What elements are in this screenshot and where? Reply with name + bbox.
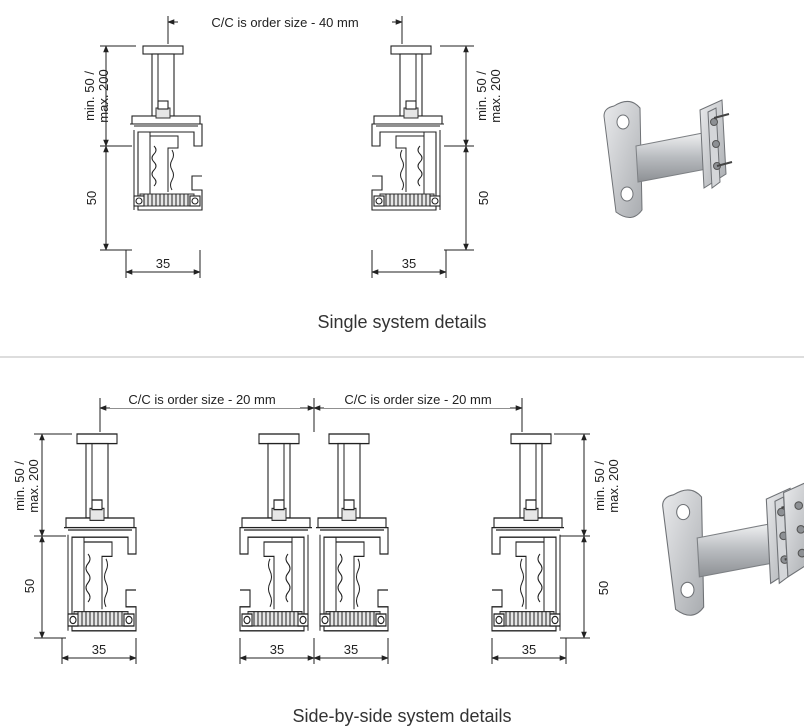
width-label-right: 35 [402, 256, 416, 271]
height-label-right-line1: min. 50 / [474, 71, 489, 121]
sbs-profile-height-label-right: 50 [596, 581, 611, 595]
cc-dimension-label-right: C/C is order size - 20 mm [344, 392, 491, 407]
single-system-section: C/C is order size - 40 mm min. 50 / max.… [82, 14, 733, 332]
sbs-width-label-1: 35 [92, 642, 106, 657]
sbs-profile-right [491, 433, 565, 632]
single-system-caption: Single system details [317, 312, 486, 332]
single-profile-right [371, 45, 445, 211]
sbs-height-label-line1: min. 50 / [12, 461, 27, 511]
height-label-right-line2: max. 200 [488, 69, 503, 122]
cc-dimension-label-left: C/C is order size - 20 mm [128, 392, 275, 407]
sbs-profile-center-right [315, 433, 389, 632]
side-by-side-caption: Side-by-side system details [292, 706, 511, 726]
sbs-height-label-right-line1: min. 50 / [592, 461, 607, 511]
sbs-bracket-3d-image [661, 482, 804, 617]
side-by-side-section: C/C is order size - 20 mm C/C is order s… [12, 392, 804, 726]
sbs-width-label-3: 35 [344, 642, 358, 657]
sbs-profile-left [63, 433, 137, 632]
sbs-height-label-line2: max. 200 [26, 459, 41, 512]
sbs-profile-center-left [239, 433, 313, 632]
sbs-profile-height-label-left: 50 [22, 579, 37, 593]
height-label-line1: min. 50 / [82, 71, 97, 121]
sbs-height-label-right-line2: max. 200 [606, 459, 621, 512]
sbs-width-label-4: 35 [522, 642, 536, 657]
profile-height-label-right: 50 [476, 191, 491, 205]
height-label-line2: max. 200 [96, 69, 111, 122]
cc-dimension-label: C/C is order size - 40 mm [211, 15, 358, 30]
width-label-left: 35 [156, 256, 170, 271]
sbs-width-label-2: 35 [270, 642, 284, 657]
single-bracket-3d-image [603, 99, 733, 219]
single-profile-left [129, 45, 203, 211]
profile-height-label-left: 50 [84, 191, 99, 205]
